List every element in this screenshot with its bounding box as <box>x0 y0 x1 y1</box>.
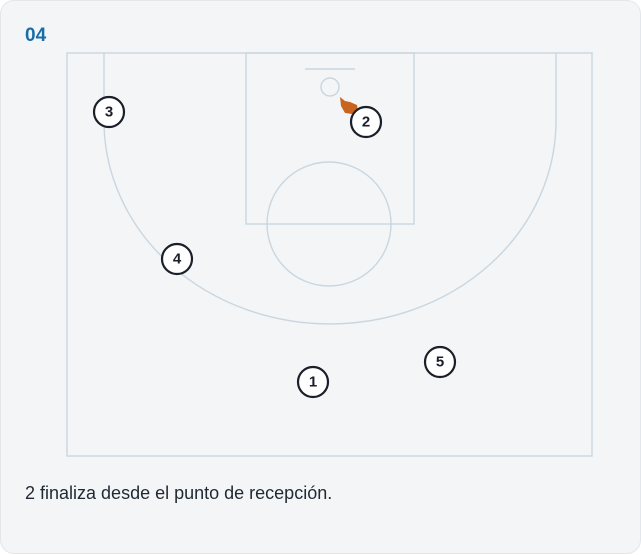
player-1-label: 1 <box>309 374 317 391</box>
player-4-label: 4 <box>173 251 182 268</box>
player-2[interactable]: 2 <box>349 105 383 139</box>
play-caption: 2 finaliza desde el punto de recepción. <box>25 483 333 503</box>
player-4[interactable]: 4 <box>160 242 194 276</box>
player-3[interactable]: 3 <box>92 95 126 129</box>
player-5-label: 5 <box>436 354 444 371</box>
free-throw-circle <box>266 161 392 287</box>
player-2-label: 2 <box>362 114 370 131</box>
player-3-label: 3 <box>105 104 113 121</box>
player-4-circle <box>160 242 194 276</box>
ball-icon <box>340 97 358 114</box>
paint-lane <box>245 52 415 225</box>
player-5-circle <box>423 345 457 379</box>
step-number: 04 <box>25 25 47 46</box>
player-1-circle <box>296 365 330 399</box>
player-2-circle <box>349 105 383 139</box>
basket-rim <box>320 77 340 97</box>
player-3-circle <box>92 95 126 129</box>
player-1[interactable]: 1 <box>296 365 330 399</box>
three-point-line <box>103 53 557 325</box>
player-5[interactable]: 5 <box>423 345 457 379</box>
court-boundary <box>66 52 593 457</box>
